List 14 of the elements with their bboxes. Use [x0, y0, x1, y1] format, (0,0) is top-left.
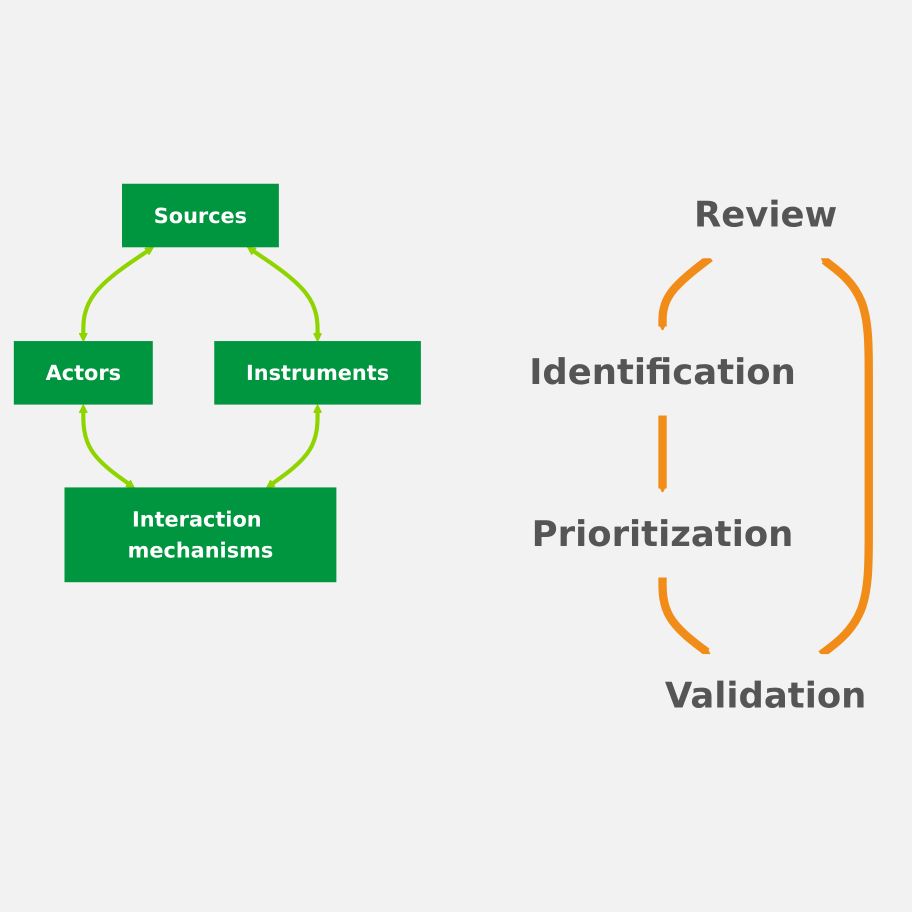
arrow	[658, 414, 668, 493]
node-box: Sources	[122, 184, 279, 248]
arrow	[266, 404, 322, 488]
node-text: Review	[694, 194, 838, 236]
arrow	[658, 576, 711, 656]
arrow	[246, 246, 322, 342]
node-box: Interaction mechanisms	[64, 487, 336, 582]
node-box: Actors	[14, 340, 153, 404]
node-box: Instruments	[214, 340, 421, 404]
node-text: Prioritization	[532, 513, 794, 555]
arrow	[78, 404, 135, 488]
node-text: Identification	[529, 351, 796, 393]
arrow	[78, 246, 154, 342]
node-text: Validation	[664, 675, 866, 717]
